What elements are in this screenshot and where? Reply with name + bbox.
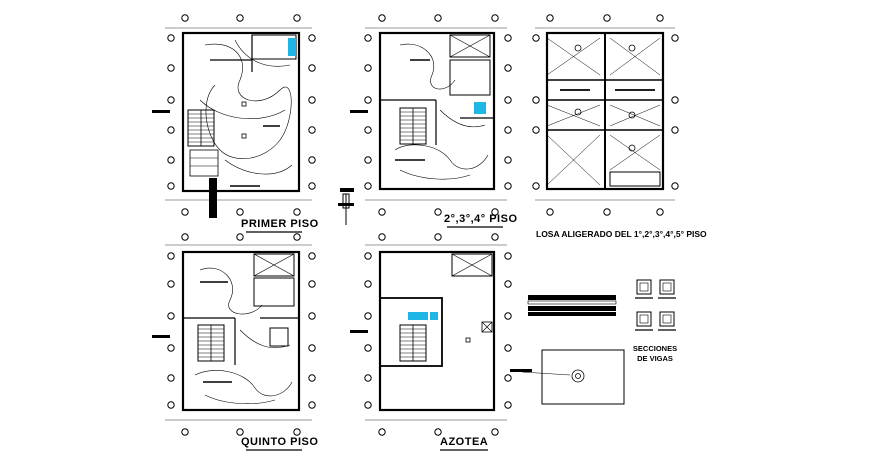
plan-pisos-2-3-4	[350, 14, 512, 216]
column-detail	[338, 188, 354, 225]
plan-primer-piso	[152, 14, 316, 218]
label-secciones: SECCIONES	[632, 344, 678, 353]
label-azotea: AZOTEA	[440, 436, 489, 448]
plan-losa-aligerado	[532, 14, 679, 216]
label-de-vigas: DE VIGAS	[637, 354, 673, 363]
plan-azotea	[350, 233, 512, 436]
label-losa-aligerado: LOSA ALIGERADO DEL 1°,2°,3°,4°,5° PISO	[536, 229, 707, 239]
label-quinto-piso: QUINTO PISO	[241, 436, 319, 448]
legend-bars	[527, 295, 617, 316]
label-secciones-de-vigas: SECCIONES DE VIGAS	[628, 344, 682, 364]
beam-sections	[635, 279, 676, 331]
detail-box	[510, 349, 625, 405]
label-primer-piso: PRIMER PISO	[241, 218, 319, 230]
plan-quinto-piso	[152, 233, 316, 436]
label-pisos-2-3-4: 2°,3°,4° PISO	[444, 213, 518, 225]
